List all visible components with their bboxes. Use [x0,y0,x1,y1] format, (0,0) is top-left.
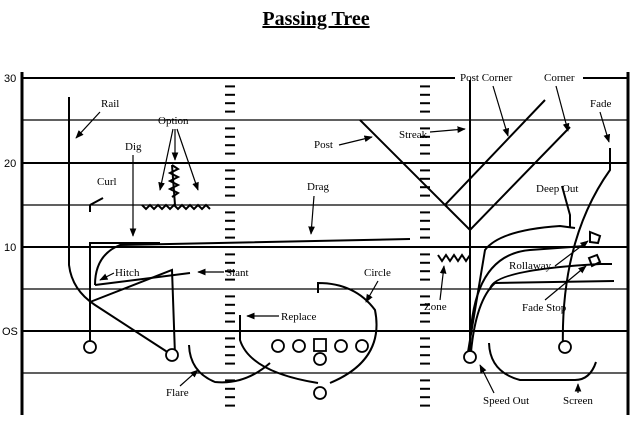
players [83,338,572,400]
deep-out-route [467,224,576,353]
label-post: Post [314,139,333,151]
slant-route [89,268,176,356]
post-corner-route [359,99,546,207]
label-replace: Replace [281,311,317,323]
label-fade-stop: Fade Stop [522,302,567,314]
arrow-rail [75,111,101,139]
flare-route [188,344,271,384]
player-lineman [271,339,285,353]
player-quarterback [313,352,327,366]
arrow-rollaway [554,240,589,267]
arrow-post-corner [492,85,510,137]
label-curl: Curl [97,176,117,188]
fade-route [561,148,611,351]
arrow-circle [365,280,379,303]
label-circle: Circle [364,267,391,279]
yard-label-30: 30 [4,73,16,85]
label-option: Option [158,115,189,127]
drag-route [94,238,411,286]
label-rollaway: Rollaway [509,260,552,272]
route-labels: Rail Option Dig Curl Hitch Slant Flare R… [75,72,612,407]
player-center [313,338,327,352]
rail-route [68,97,173,356]
label-post-corner: Post Corner [460,72,513,84]
player-wr-right [558,340,572,354]
screen-route [488,342,597,381]
speed-out-route [470,280,615,353]
player-slot-right [463,350,477,364]
dig-route [89,242,160,343]
zone-squiggle [437,253,471,263]
curl-hook [89,197,104,206]
left-routes [68,97,411,384]
arrow-option-1 [158,128,174,191]
label-dig: Dig [125,141,142,153]
circle-route [317,281,378,384]
yard-label-os: OS [2,326,18,338]
player-lineman [334,339,348,353]
arrow-drag [308,195,315,235]
label-rail: Rail [101,98,119,110]
option-zigzag [167,164,181,198]
yard-label-10: 10 [4,242,16,254]
corner-route [444,126,571,232]
hash-marks-right [420,85,430,407]
arrow-flare [179,369,199,387]
arrow-hitch [99,272,115,281]
page-title: Passing Tree [262,8,370,30]
fade-stop-end [587,253,602,268]
label-fade: Fade [590,98,612,110]
label-hitch: Hitch [115,267,140,279]
player-slot-left [165,348,179,362]
label-screen: Screen [563,395,593,407]
arrow-fade-stop [544,265,587,301]
right-routes [359,80,615,381]
label-deep-out: Deep Out [536,183,578,195]
player-lineman [355,339,369,353]
arrow-post [338,135,373,146]
hitch-route [94,272,191,286]
label-streak: Streak [399,129,428,141]
rollaway-route [469,245,586,353]
label-zone: Zone [424,301,447,313]
label-slant: Slant [226,267,249,279]
label-flare: Flare [166,387,189,399]
arrow-option-3 [176,128,199,191]
label-drag: Drag [307,181,329,193]
deep-out-stem [561,185,571,228]
arrow-corner [555,85,570,132]
arrow-zone [439,265,447,301]
player-running-back [313,386,327,400]
arrow-fade [599,111,611,143]
arrow-speed-out [479,364,495,394]
arrow-streak [429,126,466,133]
hash-marks-left [225,85,235,407]
label-speed-out: Speed Out [483,395,529,407]
label-corner: Corner [544,72,575,84]
player-wr-left [83,340,97,354]
yard-label-20: 20 [4,158,16,170]
player-lineman [292,339,306,353]
option-squiggle [141,203,211,211]
rollaway-end [589,230,602,245]
replace-route [239,315,319,384]
